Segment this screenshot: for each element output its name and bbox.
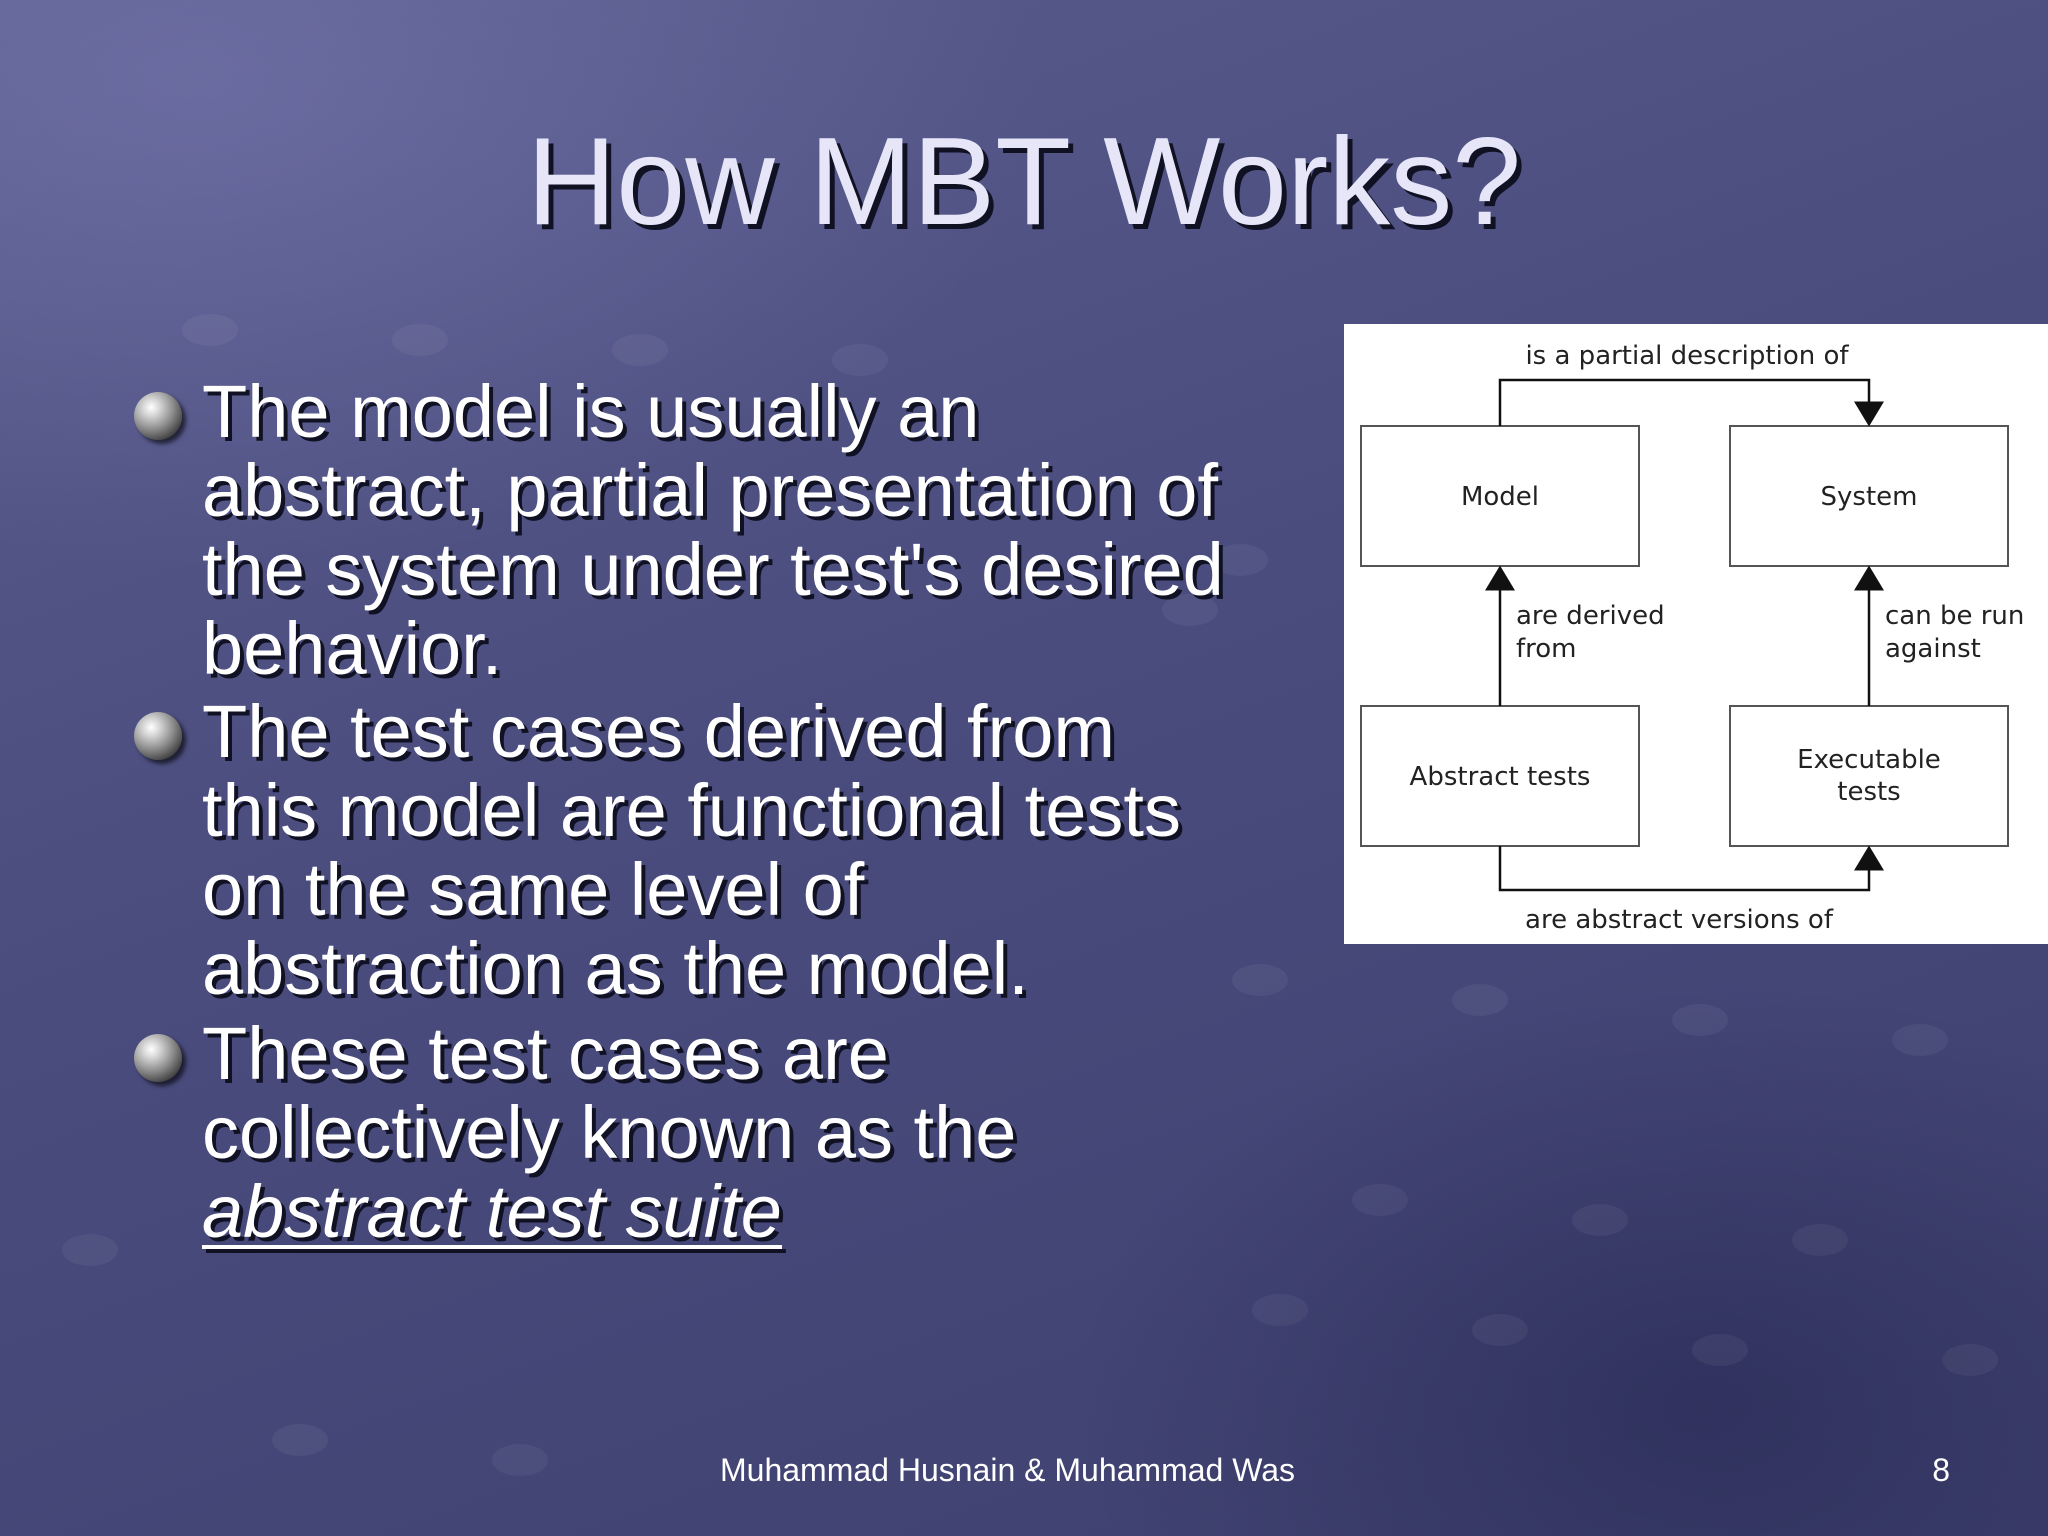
bullet-item: These test cases are collectively known …: [130, 1014, 1230, 1251]
bullet-text: These test cases are collectively known …: [202, 1014, 1230, 1251]
bullet-text: The model is usually an abstract, partia…: [202, 370, 1224, 690]
bottom-edge-label: are abstract versions of: [1525, 905, 1834, 935]
right-edge-label: can be run: [1885, 601, 2024, 631]
mbt-diagram-svg: Model System Abstract tests Executable t…: [1360, 341, 2024, 935]
sphere-bullet-icon: [134, 712, 182, 760]
slide-title: How MBT Works?: [526, 113, 1522, 251]
abstract-tests-label: Abstract tests: [1410, 762, 1591, 792]
top-edge-arrow: [1498, 378, 1884, 427]
page-number: 8: [1932, 1452, 1950, 1488]
left-edge-label: from: [1516, 634, 1577, 664]
footer-author: Muhammad Husnain & Muhammad Was: [720, 1452, 1296, 1488]
bottom-edge-arrow: [1498, 845, 1884, 892]
sphere-bullet-icon: [134, 392, 182, 440]
model-label: Model: [1461, 482, 1539, 512]
abstract-tests-box: [1360, 705, 1640, 847]
sphere-bullet-icon: [134, 1034, 182, 1082]
system-box: [1729, 425, 2009, 567]
bullet-item: The test cases derived from this model a…: [130, 692, 1230, 1008]
executable-tests-label: tests: [1837, 777, 1900, 807]
bullet-text-main: These test cases are collectively known …: [202, 1012, 1017, 1174]
executable-tests-label: Executable: [1797, 745, 1941, 775]
bullet-text: The test cases derived from this model a…: [202, 690, 1181, 1010]
model-box: [1360, 425, 1640, 567]
mbt-diagram: Model System Abstract tests Executable t…: [1344, 324, 2048, 944]
top-edge-label: is a partial description of: [1525, 341, 1849, 371]
right-edge-label: against: [1885, 634, 1981, 664]
emphasized-term: abstract test suite: [202, 1170, 782, 1253]
system-label: System: [1821, 482, 1918, 512]
left-edge-label: are derived: [1516, 601, 1665, 631]
executable-tests-box: [1729, 705, 2009, 847]
bullet-list: The model is usually an abstract, partia…: [130, 372, 1230, 1257]
bullet-item: The model is usually an abstract, partia…: [130, 372, 1230, 688]
